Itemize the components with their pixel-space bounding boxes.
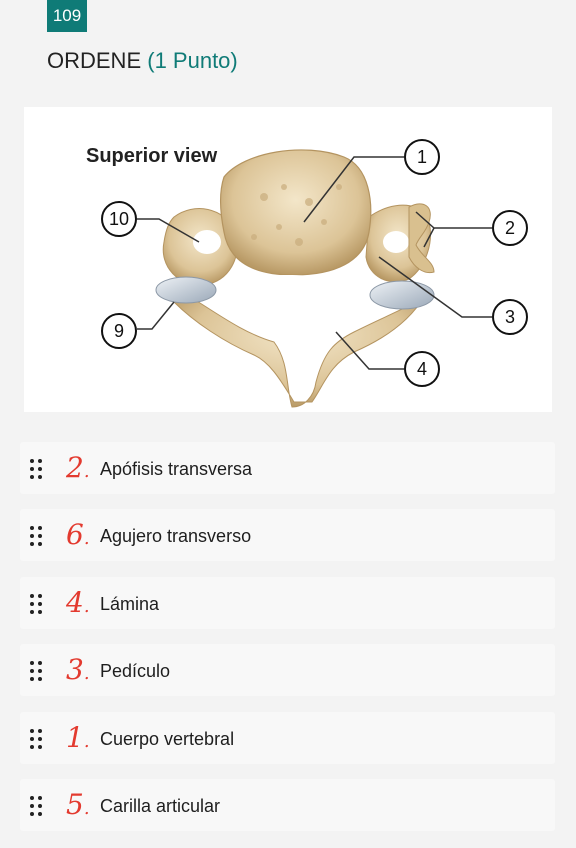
drag-handle-icon[interactable] bbox=[30, 593, 44, 614]
item-label: Pedículo bbox=[100, 661, 171, 682]
item-label: Cuerpo vertebral bbox=[100, 728, 235, 749]
callout-1: 1 bbox=[417, 147, 427, 167]
item-label: Lámina bbox=[100, 593, 160, 614]
question-points: (1 Punto) bbox=[147, 48, 238, 73]
drag-handle-icon[interactable] bbox=[30, 728, 44, 749]
drag-handle-icon[interactable] bbox=[30, 526, 44, 547]
question-title-text: ORDENE bbox=[47, 48, 142, 73]
figure-caption: Superior view bbox=[86, 145, 218, 167]
ordering-item[interactable]: 3. Pedículo bbox=[20, 644, 555, 697]
item-label: Apófisis transversa bbox=[100, 459, 253, 479]
ordering-item[interactable]: 5. Carilla articular bbox=[20, 778, 555, 831]
drag-handle-icon[interactable] bbox=[30, 661, 44, 682]
callout-9: 9 bbox=[114, 321, 124, 341]
handwritten-answer: 5. bbox=[66, 787, 90, 821]
drag-handle-icon[interactable] bbox=[30, 795, 44, 816]
handwritten-answer: 3. bbox=[66, 653, 90, 687]
handwritten-answer: 4. bbox=[66, 585, 90, 619]
handwritten-answer: 1. bbox=[66, 720, 90, 754]
vertebra-figure: Superior view bbox=[24, 107, 552, 412]
question-number-badge: 109 bbox=[47, 0, 87, 32]
callout-3: 3 bbox=[505, 307, 515, 327]
handwritten-answer: 2. bbox=[66, 451, 90, 484]
callout-2: 2 bbox=[505, 218, 515, 238]
callout-10: 10 bbox=[109, 209, 129, 229]
ordering-list: 2. Apófisis transversa 6. Agujero transv… bbox=[20, 442, 555, 846]
ordering-item[interactable]: 1. Cuerpo vertebral bbox=[20, 711, 555, 764]
ordering-item[interactable]: 6. Agujero transverso bbox=[20, 509, 555, 562]
vertebra-illustration: Superior view bbox=[86, 139, 528, 408]
callout-4: 4 bbox=[417, 359, 427, 379]
ordering-item[interactable]: 4. Lámina bbox=[20, 576, 555, 629]
item-label: Agujero transverso bbox=[100, 526, 252, 547]
ordering-item[interactable]: 2. Apófisis transversa bbox=[20, 442, 555, 494]
drag-handle-icon[interactable] bbox=[30, 459, 44, 479]
item-label: Carilla articular bbox=[100, 795, 221, 816]
question-title: ORDENE (1 Punto) bbox=[47, 48, 238, 74]
handwritten-answer: 6. bbox=[66, 518, 90, 552]
